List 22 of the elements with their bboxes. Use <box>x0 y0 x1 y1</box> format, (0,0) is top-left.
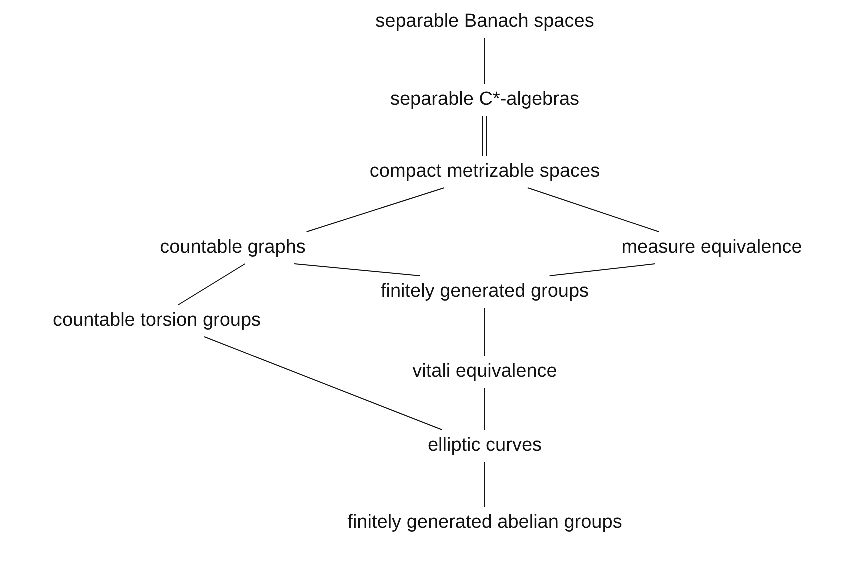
connector-line <box>482 116 484 156</box>
node-label: compact metrizable spaces <box>366 156 604 188</box>
connector-line <box>486 116 488 156</box>
connector-line <box>484 462 486 508</box>
node-label: countable graphs <box>156 232 310 264</box>
node-label: separable C*-algebras <box>386 84 584 116</box>
node-label: measure equivalence <box>618 232 806 264</box>
connector-line <box>484 38 486 84</box>
connector-line <box>178 264 246 306</box>
node-label: separable Banach spaces <box>372 6 598 38</box>
connector-line <box>484 388 486 430</box>
connector-line <box>484 308 486 356</box>
connector-line <box>527 188 660 232</box>
connector-line <box>306 188 445 232</box>
connector-line <box>204 336 443 430</box>
node-label: countable torsion groups <box>48 305 266 337</box>
node-label: finitely generated abelian groups <box>344 507 626 539</box>
node-label: elliptic curves <box>424 430 546 462</box>
node-label: finitely generated groups <box>376 276 594 308</box>
node-label: vitali equivalence <box>408 356 562 388</box>
connector-line <box>294 264 421 276</box>
connector-line <box>549 264 656 276</box>
